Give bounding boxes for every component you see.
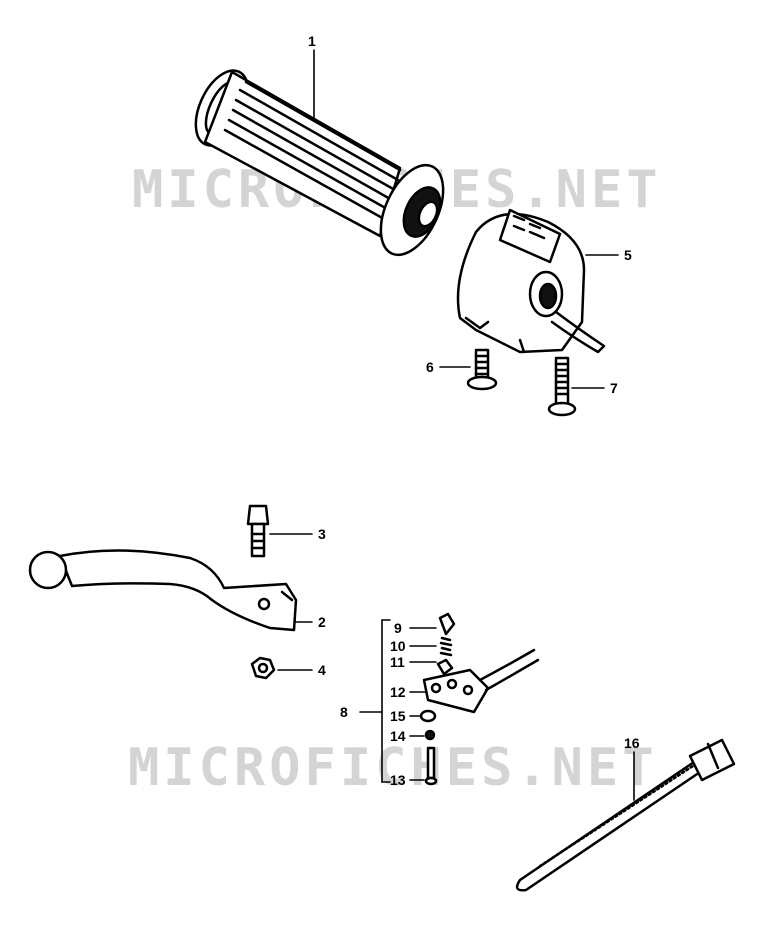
screw-7-part <box>547 356 577 417</box>
callout-6: 6 <box>426 359 434 375</box>
lever-bolt-part <box>246 504 270 558</box>
callout-8: 8 <box>340 704 348 720</box>
callout-1: 1 <box>308 33 316 49</box>
callout-15: 15 <box>390 708 406 724</box>
callout-14: 14 <box>390 728 406 744</box>
cable-tie-part <box>515 738 736 892</box>
callout-4: 4 <box>318 662 326 678</box>
callout-13: 13 <box>390 772 406 788</box>
brake-switch-part <box>419 612 540 786</box>
callout-2: 2 <box>318 614 326 630</box>
callout-16: 16 <box>624 735 640 751</box>
callout-3: 3 <box>318 526 326 542</box>
callout-10: 10 <box>390 638 406 654</box>
watermark-bottom: MICROFICHES.NET <box>128 738 658 798</box>
callout-12: 12 <box>390 684 406 700</box>
callout-7: 7 <box>610 380 618 396</box>
switch-box-part <box>456 208 606 354</box>
callout-9: 9 <box>394 620 402 636</box>
lever-nut-part <box>250 656 276 680</box>
screw-6-part <box>466 348 498 391</box>
leader-lines <box>269 49 635 801</box>
callout-11: 11 <box>390 654 405 670</box>
lever-part <box>28 549 298 632</box>
grip-part <box>194 69 445 257</box>
callout-5: 5 <box>624 247 632 263</box>
